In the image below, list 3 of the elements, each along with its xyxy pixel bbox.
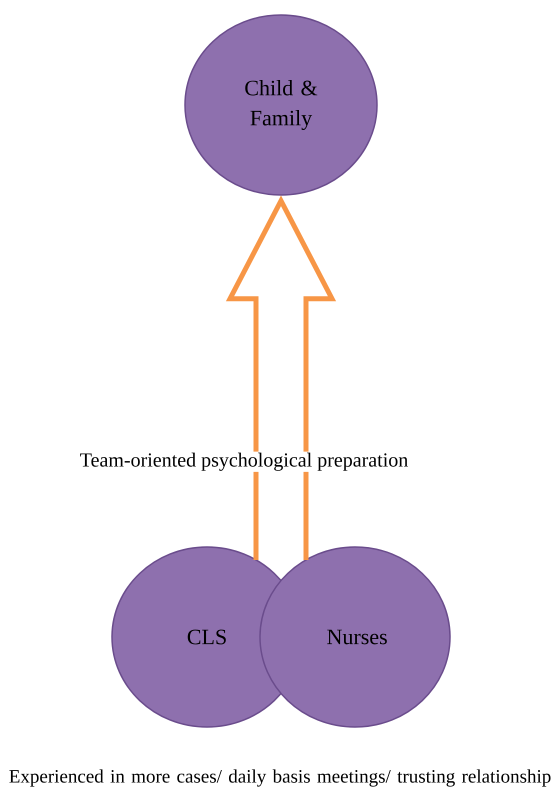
- hollow-arrow: [226, 195, 336, 562]
- edge-label: Team-oriented psychological preparation: [78, 452, 410, 472]
- caption-text: Experienced in more cases/ daily basis meetings/ trusting relationship: [9, 769, 551, 787]
